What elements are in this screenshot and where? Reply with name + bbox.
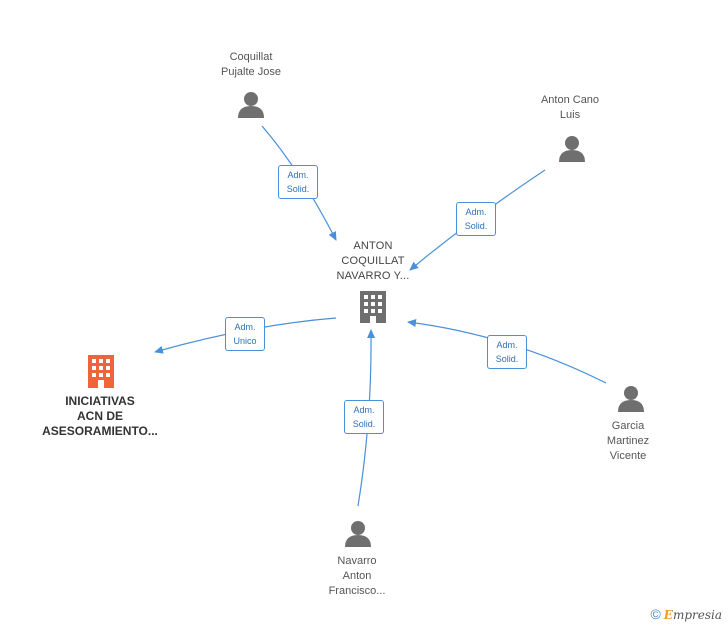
person-icon (345, 521, 371, 547)
building-icon (360, 291, 386, 323)
edge-tag-anton-cano: Adm. Solid. (456, 202, 496, 236)
edge-tag-iniciativas: Adm. Unico (225, 317, 265, 351)
brand-logo: Empresia (663, 608, 722, 622)
building-highlight-icon (88, 355, 114, 388)
person-icon (238, 92, 264, 118)
edge-tag-coquillat: Adm. Solid. (278, 165, 318, 199)
edge-tag-navarro: Adm. Solid. (344, 400, 384, 434)
footer-brand[interactable]: ©Empresia (650, 606, 722, 622)
highlight-company-label[interactable]: INICIATIVAS ACN DE ASESORAMIENTO... (42, 394, 158, 438)
person-label-garcia[interactable]: Garcia Martinez Vicente (606, 420, 650, 462)
center-company-label[interactable]: ANTON COQUILLAT NAVARRO Y... (336, 240, 410, 282)
person-icon (618, 386, 644, 412)
person-label-anton-cano[interactable]: Anton Cano Luis (540, 94, 600, 121)
person-label-navarro[interactable]: Navarro Anton Francisco... (328, 555, 386, 597)
person-icon (559, 136, 585, 162)
copyright-icon: © (650, 606, 661, 622)
edge-tag-garcia: Adm. Solid. (487, 335, 527, 369)
person-label-coquillat[interactable]: Coquillat Pujalte Jose (221, 51, 281, 78)
